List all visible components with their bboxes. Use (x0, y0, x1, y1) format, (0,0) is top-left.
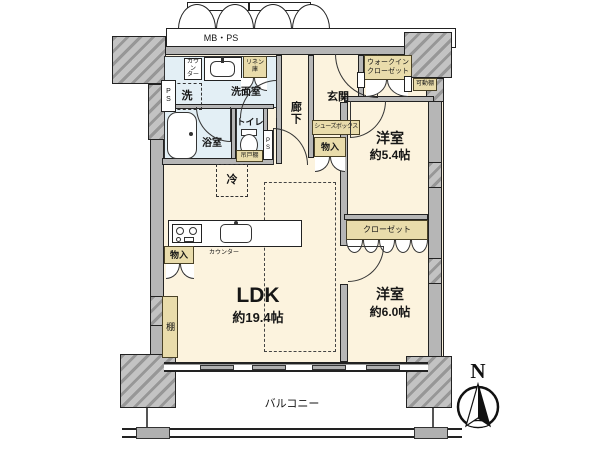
vanity-basin (210, 61, 235, 77)
window-sash (252, 365, 286, 370)
shoe-box: シューズボックス (312, 120, 360, 135)
kitchen-sink (220, 224, 252, 243)
pipe-space-left: PS (161, 80, 176, 112)
wall-bedroom54-closet (344, 214, 428, 220)
washing-machine-label: 洗 (181, 90, 193, 103)
wic-side-box (404, 76, 412, 92)
window-sash (312, 365, 346, 370)
linen-cabinet: リネン 庫 (243, 56, 267, 78)
pillar-top-left (112, 36, 166, 84)
bedroom54-size: 約5.4帖 (369, 147, 411, 162)
stove-burner (176, 227, 184, 235)
bedroom60-label: 洋室 (376, 285, 404, 302)
counter-washroom-label: カウン ター (184, 58, 202, 80)
wall-ldk-bedroom60-lower (340, 284, 348, 362)
ld-area-dashed-outline (264, 182, 336, 352)
meter-box-divider (248, 2, 250, 11)
bedroom60-size: 約6.0帖 (369, 304, 411, 319)
mb-ps-label: MB・PS (203, 32, 239, 43)
counter-kitchen-label: カウンター (208, 250, 239, 257)
bathtub (167, 112, 197, 159)
window-sash (366, 365, 400, 370)
vanity-faucet (221, 57, 224, 63)
compass-n-label: N (470, 358, 486, 383)
wall-right-hatch (428, 162, 442, 188)
railing-post (414, 427, 448, 439)
pipe-space-left-label: PS (165, 88, 172, 104)
window-band (164, 362, 428, 372)
wall-right (428, 70, 442, 372)
toilet-label: トイレ (236, 116, 264, 127)
ldk-size: 約19.4帖 (232, 309, 284, 325)
storage-kitchen: 物入 (164, 246, 194, 264)
washing-machine: 洗 (172, 83, 202, 110)
closet: クローゼット (346, 220, 428, 240)
wall-bedroom54-top (344, 96, 434, 102)
compass: N (452, 358, 504, 430)
movable-shelf: 可動棚 (413, 78, 437, 91)
washroom-label: 洗面室 (231, 87, 261, 99)
shelf-label: 棚 (165, 322, 176, 332)
balcony-post-line (432, 408, 434, 429)
sink-faucet (234, 221, 238, 225)
railing-post (136, 427, 170, 439)
pipe-space-toilet-label: PS (265, 138, 271, 152)
fridge-space: 冷 (216, 164, 248, 197)
bathroom-label: 浴室 (202, 137, 222, 149)
stove-burner (176, 237, 181, 242)
pillar-top-right (404, 32, 452, 78)
wic-side-box (357, 72, 365, 88)
hallway-label: 廊下 (289, 101, 302, 125)
hanging-cabinet: 吊戸棚 (236, 150, 263, 162)
stove-grill (184, 237, 194, 242)
entrance-label: 玄関 (327, 90, 349, 103)
bedroom54-label: 洋室 (376, 129, 404, 146)
storage-hall: 物入 (314, 137, 346, 157)
bathtub-faucet (189, 132, 193, 136)
balcony-railing (122, 428, 462, 438)
compass-rose (456, 381, 500, 429)
pipe-space-toilet: PS (263, 130, 273, 160)
fridge-label: 冷 (226, 174, 238, 187)
ldk-label: LDK (236, 283, 280, 307)
wall-right-hatch (428, 258, 442, 284)
balcony-post-line (146, 408, 148, 429)
balcony-label: バルコニー (264, 397, 320, 410)
shelf: 棚 (162, 296, 178, 358)
wall-hall-entrance (308, 55, 314, 158)
walk-in-closet: ウォークイン クローゼット (364, 55, 412, 80)
window-sash (200, 365, 234, 370)
hallway-label-wrap: 廊下 (282, 90, 308, 136)
wall-ldk-bedrooms-upper (340, 102, 348, 246)
stove-burner (189, 227, 197, 235)
window-mullion (164, 364, 428, 365)
